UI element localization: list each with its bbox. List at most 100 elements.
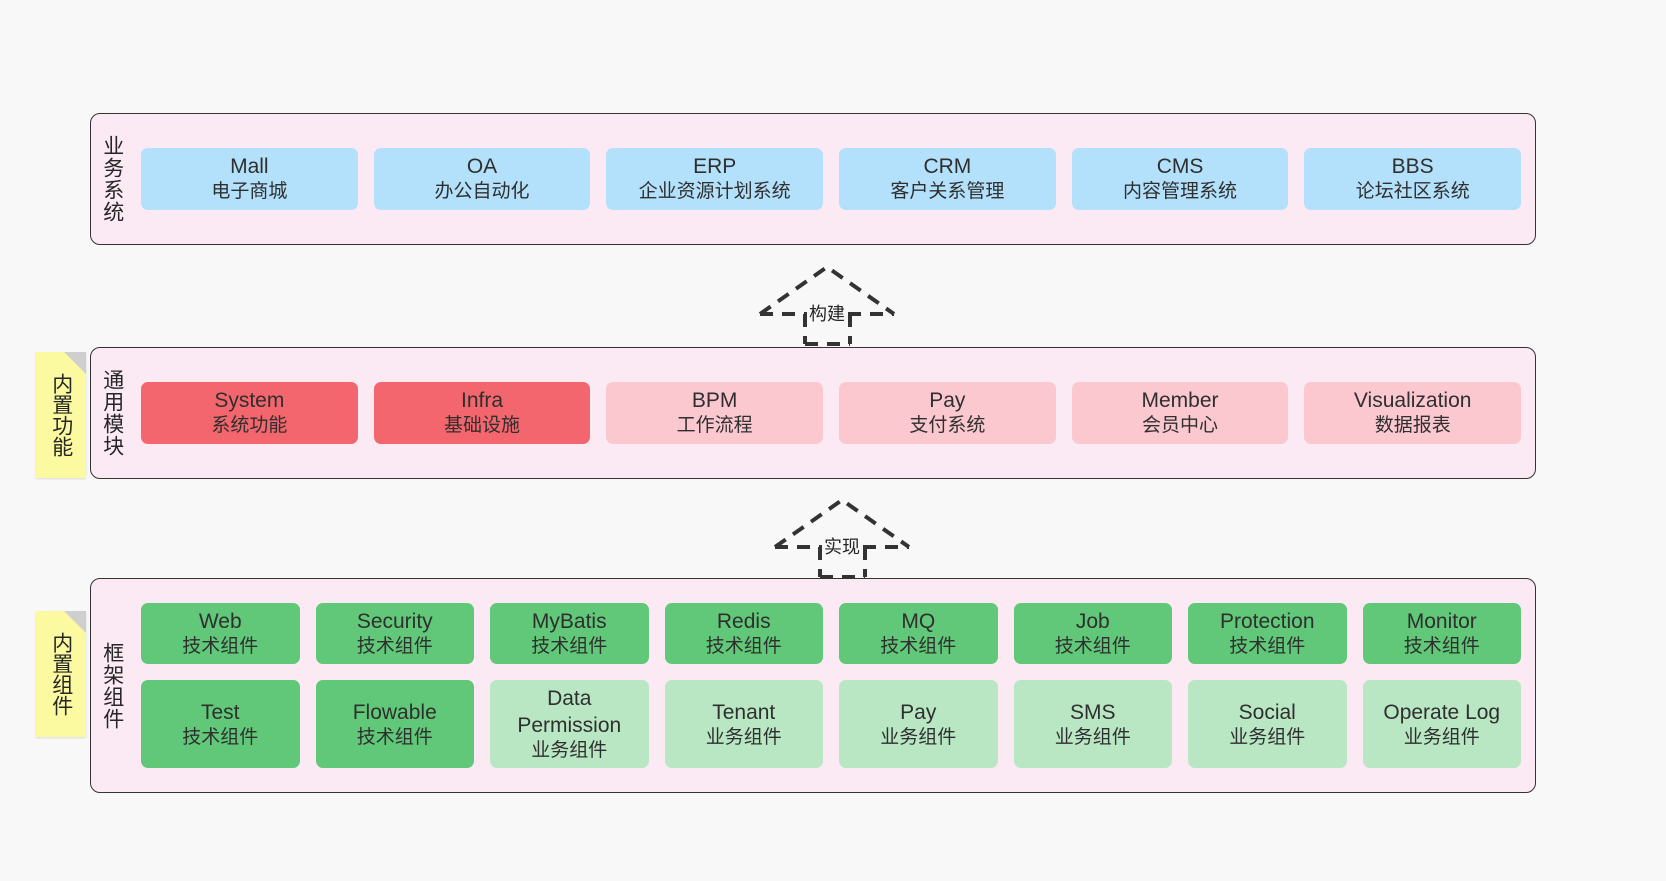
component-type: 技术组件 [880, 635, 957, 657]
module-system[interactable]: System 系统功能 [141, 382, 358, 444]
row: Mall 电子商城 OA 办公自动化 ERP 企业资源计划系统 CRM 客户关系… [141, 148, 1522, 210]
component-type: 技术组件 [705, 635, 782, 657]
module-subtitle: 论坛社区系统 [1355, 181, 1470, 203]
component-tenant[interactable]: Tenant 业务组件 [664, 680, 823, 769]
module-subtitle: 基础设施 [444, 415, 521, 437]
component-type: 技术组件 [1054, 635, 1131, 657]
component-type: 业务组件 [531, 739, 608, 761]
module-cms[interactable]: CMS 内容管理系统 [1071, 148, 1289, 210]
module-subtitle: 支付系统 [909, 415, 986, 437]
component-name: Data Permission [517, 687, 622, 737]
component-name: Web [198, 609, 242, 633]
module-name: Mall [230, 155, 269, 179]
module-subtitle: 客户关系管理 [890, 181, 1005, 203]
module-bbs[interactable]: BBS 论坛社区系统 [1304, 148, 1522, 210]
connector-implement: 实现 [770, 495, 920, 579]
module-name: Infra [460, 389, 504, 413]
module-erp[interactable]: ERP 企业资源计划系统 [606, 148, 824, 210]
module-name: Visualization [1353, 389, 1472, 413]
module-infra[interactable]: Infra 基础设施 [373, 382, 591, 444]
component-name: Flowable [352, 700, 437, 724]
component-name: SMS [1069, 700, 1116, 724]
layer-business-systems: 业务系统 Mall 电子商城 OA 办公自动化 ERP 企业资源计划系统 CRM… [90, 113, 1536, 245]
row: Web 技术组件 Security 技术组件 MyBatis 技术组件 Redi… [141, 602, 1521, 665]
sticky-note-builtin-features: 内置功能 [36, 352, 86, 478]
component-mybatis[interactable]: MyBatis 技术组件 [490, 602, 649, 665]
connector-label-implement: 实现 [822, 533, 862, 559]
row: System 系统功能 Infra 基础设施 BPM 工作流程 Pay 支付系统… [141, 382, 1522, 444]
module-name: Member [1141, 389, 1219, 413]
layer-body-business-systems: Mall 电子商城 OA 办公自动化 ERP 企业资源计划系统 CRM 客户关系… [133, 114, 1535, 244]
component-type: 业务组件 [705, 726, 782, 748]
component-data-permission[interactable]: Data Permission 业务组件 [490, 680, 649, 769]
component-type: 技术组件 [356, 635, 433, 657]
component-name: Social [1238, 700, 1296, 724]
folded-corner-icon [64, 352, 86, 374]
component-type: 业务组件 [880, 726, 957, 748]
component-name: Job [1075, 609, 1110, 633]
module-name: BBS [1391, 155, 1434, 179]
component-pay[interactable]: Pay 业务组件 [839, 680, 998, 769]
module-name: CMS [1156, 155, 1204, 179]
component-name: Test [200, 700, 240, 724]
layer-title-business-systems: 业务系统 [100, 135, 124, 223]
module-subtitle: 电子商城 [211, 181, 288, 203]
module-oa[interactable]: OA 办公自动化 [373, 148, 591, 210]
component-redis[interactable]: Redis 技术组件 [664, 602, 823, 665]
sticky-note-builtin-components: 内置组件 [36, 611, 86, 737]
component-type: 技术组件 [356, 726, 433, 748]
module-subtitle: 数据报表 [1374, 415, 1451, 437]
module-name: ERP [693, 155, 737, 179]
module-name: OA [466, 155, 498, 179]
module-subtitle: 系统功能 [211, 415, 288, 437]
module-mall[interactable]: Mall 电子商城 [141, 148, 358, 210]
component-job[interactable]: Job 技术组件 [1013, 602, 1172, 665]
component-type: 技术组件 [182, 635, 259, 657]
module-pay[interactable]: Pay 支付系统 [839, 382, 1056, 444]
connector-label-build: 构建 [807, 300, 847, 326]
component-name: Tenant [712, 700, 776, 724]
folded-corner-icon [64, 611, 86, 633]
layer-title-common-modules: 通用模块 [100, 369, 124, 457]
component-operate-log[interactable]: Operate Log 业务组件 [1362, 680, 1521, 769]
component-social[interactable]: Social 业务组件 [1188, 680, 1347, 769]
component-name: Operate Log [1383, 700, 1501, 724]
component-security[interactable]: Security 技术组件 [315, 602, 474, 665]
component-name: Redis [716, 609, 771, 633]
component-type: 技术组件 [182, 726, 259, 748]
component-type: 业务组件 [1054, 726, 1131, 748]
component-test[interactable]: Test 技术组件 [141, 680, 300, 769]
component-monitor[interactable]: Monitor 技术组件 [1362, 602, 1521, 665]
sticky-note-label: 内置功能 [49, 373, 73, 457]
module-name: System [214, 389, 285, 413]
module-subtitle: 工作流程 [676, 415, 753, 437]
module-visualization[interactable]: Visualization 数据报表 [1304, 382, 1522, 444]
module-subtitle: 办公自动化 [434, 181, 530, 203]
component-type: 技术组件 [1403, 635, 1480, 657]
module-bpm[interactable]: BPM 工作流程 [606, 382, 824, 444]
layer-title-framework-components: 框架组件 [100, 641, 124, 730]
component-flowable[interactable]: Flowable 技术组件 [315, 680, 474, 769]
component-type: 技术组件 [531, 635, 608, 657]
component-name: Security [356, 609, 433, 633]
component-protection[interactable]: Protection 技术组件 [1188, 602, 1347, 665]
component-web[interactable]: Web 技术组件 [141, 602, 300, 665]
component-name: Pay [900, 700, 937, 724]
component-type: 业务组件 [1229, 726, 1306, 748]
component-type: 技术组件 [1229, 635, 1306, 657]
component-name: Protection [1219, 609, 1315, 633]
module-subtitle: 企业资源计划系统 [638, 181, 791, 203]
sticky-note-label: 内置组件 [49, 632, 73, 716]
component-mq[interactable]: MQ 技术组件 [839, 602, 998, 665]
module-subtitle: 会员中心 [1142, 415, 1219, 437]
component-name: MQ [901, 609, 936, 633]
layer-framework-components: 框架组件 Web 技术组件 Security 技术组件 MyBatis 技术组件… [90, 578, 1536, 793]
component-sms[interactable]: SMS 业务组件 [1013, 680, 1172, 769]
module-name: BPM [691, 389, 738, 413]
component-name: Monitor [1406, 609, 1477, 633]
layer-common-modules: 通用模块 System 系统功能 Infra 基础设施 BPM 工作流程 Pay… [90, 347, 1536, 479]
module-crm[interactable]: CRM 客户关系管理 [839, 148, 1056, 210]
module-name: Pay [929, 389, 966, 413]
module-member[interactable]: Member 会员中心 [1071, 382, 1289, 444]
